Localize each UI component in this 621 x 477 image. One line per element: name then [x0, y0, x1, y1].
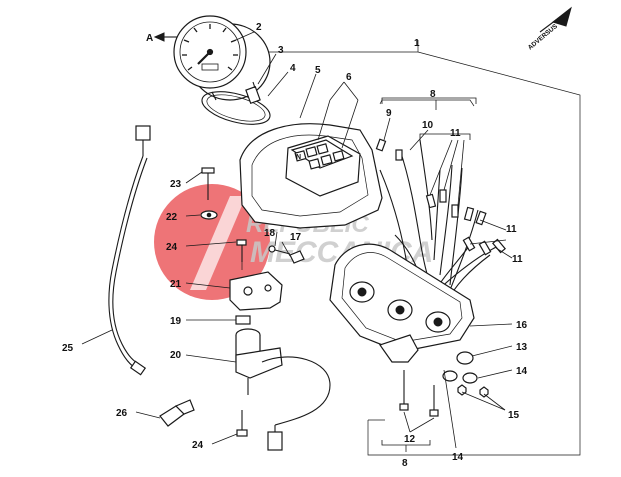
callout-6: 6 [346, 72, 352, 83]
speedometer-gauge [173, 15, 271, 101]
callout-22: 22 [166, 212, 178, 223]
orientation-marker: ADVERSUS [527, 6, 572, 52]
screw-19 [235, 315, 251, 325]
direction-arrow-icon [153, 32, 165, 42]
callout-1: 1 [414, 38, 420, 49]
callout-23: 23 [170, 179, 182, 190]
callout-17: 17 [290, 232, 302, 243]
callout-2: 2 [256, 22, 262, 33]
lower-bracket [379, 334, 439, 417]
callout-26: 26 [116, 408, 128, 419]
callout-5: 5 [315, 65, 321, 76]
speedometer-cable [108, 125, 151, 376]
callout-3: 3 [278, 45, 284, 56]
leader-lines [81, 31, 513, 452]
grommets [442, 351, 489, 398]
assembly-frame [255, 40, 581, 456]
callout-12: 12 [404, 434, 416, 445]
bulb-holder [245, 81, 261, 105]
orientation-arrow-icon [551, 6, 572, 27]
ignition-switch [235, 328, 331, 451]
gauge-neutral-label: N [296, 154, 301, 161]
callout-11-a: 11 [450, 128, 461, 139]
callout-24-lower: 24 [192, 440, 204, 451]
gauge-ticks [182, 24, 238, 71]
ignition-bracket [229, 271, 283, 311]
callout-24-upper: 24 [166, 242, 178, 253]
callout-16: 16 [516, 320, 528, 331]
callout-15: 15 [508, 410, 520, 421]
fasteners-top [268, 245, 305, 264]
callout-25: 25 [62, 343, 74, 354]
callout-11-c: 11 [512, 254, 523, 265]
direction-marker: A [146, 32, 178, 44]
callout-19: 19 [170, 316, 182, 327]
callout-11-b: 11 [506, 224, 517, 235]
warning-light-block: N [285, 135, 361, 197]
callout-14-bottom: 14 [452, 452, 464, 463]
callout-20: 20 [170, 350, 182, 361]
callout-18: 18 [264, 228, 276, 239]
callout-4: 4 [290, 63, 296, 74]
callout-14-right: 14 [516, 366, 528, 377]
callout-21: 21 [170, 279, 182, 290]
watermark-slash [190, 196, 246, 290]
screws-left [200, 167, 247, 270]
callout-labels: 1 2 3 4 5 6 8 9 10 11 11 11 17 18 22 23 … [62, 22, 528, 469]
orientation-label: ADVERSUS [527, 23, 560, 52]
callout-10: 10 [422, 120, 434, 131]
wiring-harness [375, 99, 507, 306]
callout-13: 13 [516, 342, 528, 353]
callout-8-bottom: 8 [402, 458, 408, 469]
callout-9: 9 [386, 108, 392, 119]
screw-24-lower [236, 410, 248, 437]
ignition-key [159, 399, 195, 427]
direction-label: A [146, 33, 153, 44]
callout-8-top: 8 [430, 89, 436, 100]
gauge-ring [201, 91, 271, 125]
